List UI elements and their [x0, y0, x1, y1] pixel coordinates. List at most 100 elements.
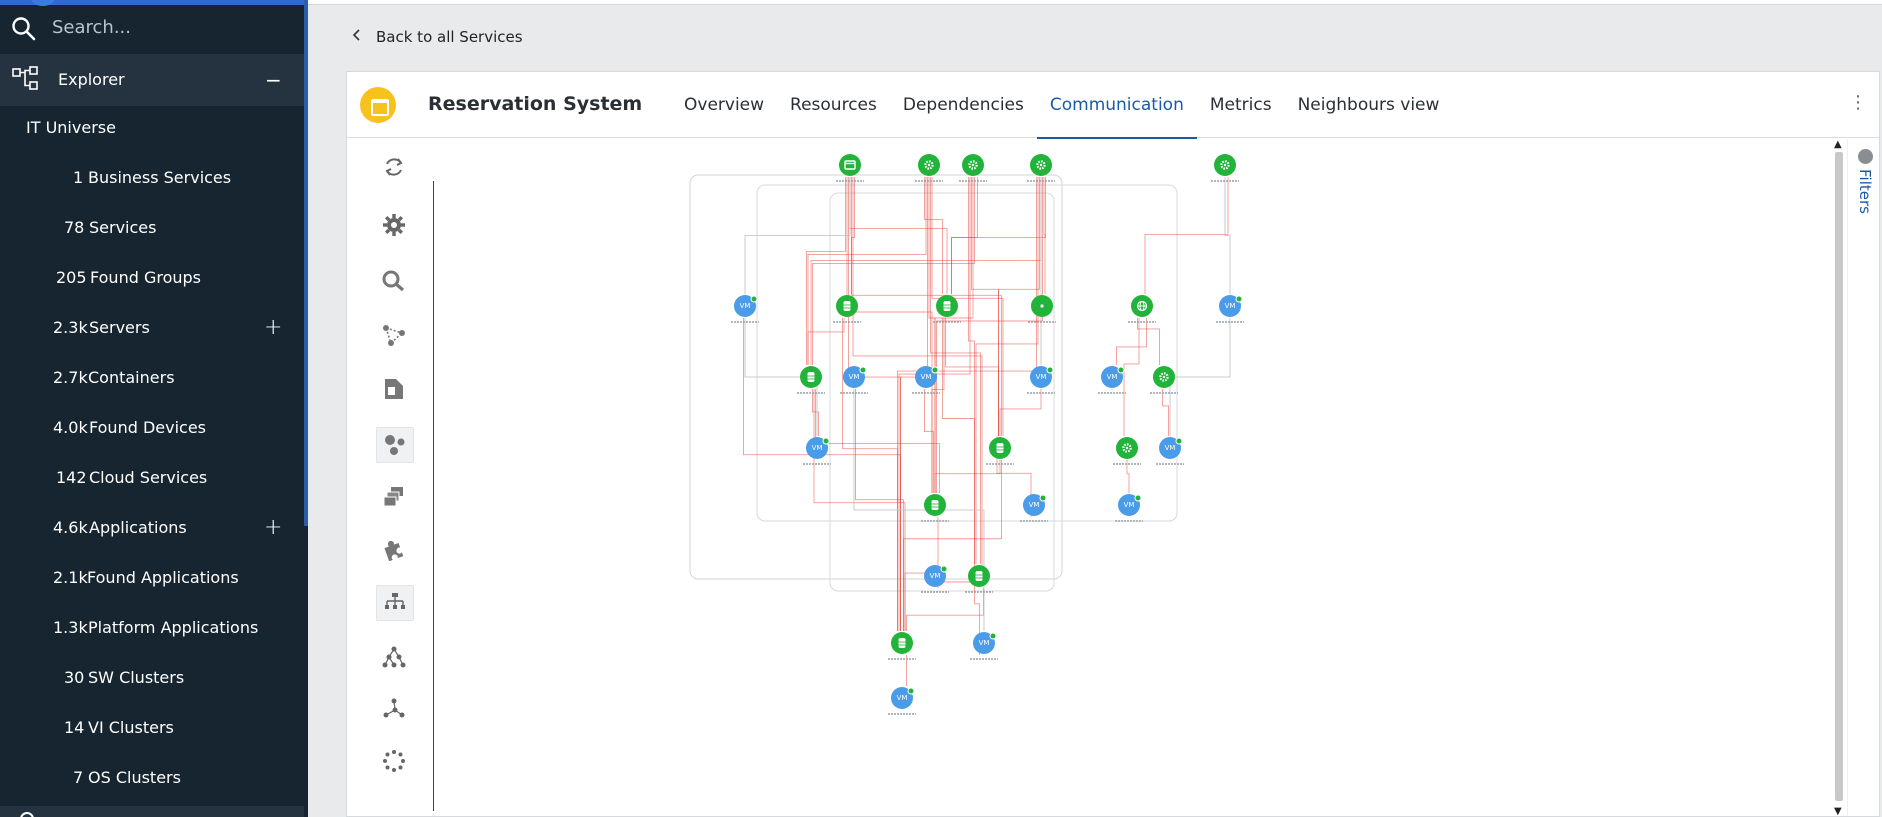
settings-icon[interactable] — [375, 207, 413, 243]
graph-edge[interactable] — [924, 177, 943, 294]
graph-edge[interactable] — [936, 177, 1043, 493]
graph-node-dot[interactable] — [1028, 295, 1056, 323]
graph-edge[interactable] — [998, 177, 1040, 436]
back-to-services-link[interactable]: Back to all Services — [352, 28, 523, 46]
graph-edge[interactable] — [1123, 318, 1140, 436]
graph-edge[interactable] — [1116, 318, 1147, 365]
graph-edge[interactable] — [853, 389, 985, 631]
graph-edge[interactable] — [1137, 318, 1160, 365]
graph-edge[interactable] — [851, 177, 1002, 436]
sidebar-item-found-devices[interactable]: 4.0k Found Devices — [0, 404, 304, 454]
tab-overview[interactable]: Overview — [684, 95, 765, 115]
collapse-icon[interactable]: − — [265, 68, 282, 92]
sidebar-item-containers[interactable]: 2.7k Containers — [0, 354, 304, 404]
sidebar-item-sw-clusters[interactable]: 30 SW Clusters — [0, 654, 304, 704]
graph-edge[interactable] — [1126, 460, 1130, 493]
graph-edge[interactable] — [951, 177, 978, 294]
graph-edge[interactable] — [951, 177, 1046, 294]
graph-edge[interactable] — [846, 177, 933, 493]
tree-layout-icon[interactable] — [375, 639, 413, 675]
connections-icon[interactable] — [375, 317, 413, 353]
graph-node-gear[interactable] — [1027, 154, 1055, 182]
graph-edge[interactable] — [815, 389, 940, 493]
graph-edge[interactable] — [934, 177, 974, 493]
graph-node-db[interactable] — [921, 494, 949, 522]
graph-edge[interactable] — [1144, 177, 1229, 294]
scroll-up-icon[interactable]: ▲ — [1834, 139, 1842, 150]
graph-node-gear[interactable] — [1150, 366, 1178, 394]
graph-node-db[interactable] — [833, 295, 861, 323]
graph-node-vm[interactable]: VM — [840, 366, 868, 394]
graph-edge[interactable] — [931, 177, 1004, 436]
graph-edge[interactable] — [851, 177, 855, 294]
expand-icon[interactable]: + — [264, 315, 283, 340]
scroll-down-icon[interactable]: ▼ — [1834, 806, 1842, 817]
graph-node-vm[interactable]: VM — [731, 295, 759, 323]
explorer-section-header[interactable]: Explorer − — [0, 54, 304, 106]
tab-resources[interactable]: Resources — [790, 95, 877, 115]
sidebar-next-item[interactable] — [0, 806, 304, 817]
tab-dependencies[interactable]: Dependencies — [902, 95, 1024, 115]
sidebar-item-vi-clusters[interactable]: 14 VI Clusters — [0, 704, 304, 754]
graph-edge[interactable] — [807, 177, 927, 365]
graph-edge[interactable] — [942, 318, 975, 564]
graph-edge[interactable] — [903, 460, 1002, 631]
stack-icon[interactable] — [375, 479, 413, 515]
graph-node-vm[interactable]: VM — [888, 687, 916, 715]
expand-icon[interactable]: + — [264, 515, 283, 540]
graph-edge[interactable] — [904, 517, 939, 631]
graph-edge[interactable] — [934, 460, 1001, 493]
sidebar-item-found-applications[interactable]: 2.1k Found Applications — [0, 554, 304, 604]
graph-edge[interactable] — [806, 177, 846, 365]
graph-edge[interactable] — [1224, 177, 1231, 294]
graph-edge[interactable] — [855, 389, 904, 631]
sidebar-item-platform-applications[interactable]: 1.3k Platform Applications — [0, 604, 304, 654]
refresh-icon[interactable] — [375, 149, 413, 185]
graph-node-gear[interactable] — [959, 154, 987, 182]
graph-node-vm[interactable]: VM — [1027, 366, 1055, 394]
hierarchy-layout-icon[interactable] — [376, 585, 414, 621]
sidebar-item-servers[interactable]: 2.3k Servers + — [0, 304, 304, 354]
graph-node-gear[interactable] — [915, 154, 943, 182]
graph-edge[interactable] — [999, 389, 1042, 436]
more-options-icon[interactable]: ⋮ — [1849, 92, 1867, 113]
graph-edge[interactable] — [807, 318, 845, 365]
graph-node-vm[interactable]: VM — [803, 437, 831, 465]
graph-node-globe[interactable] — [1128, 295, 1156, 323]
graph-edge[interactable] — [743, 318, 901, 631]
filters-toggle[interactable]: Filters — [1856, 169, 1874, 214]
graph-edge[interactable] — [931, 318, 945, 493]
graph-edge[interactable] — [906, 588, 984, 631]
sidebar-item-business-services[interactable]: 1 Business Services — [0, 154, 304, 204]
user-avatar[interactable] — [30, 0, 56, 6]
graph-node-vm[interactable]: VM — [1156, 437, 1184, 465]
graph-edge[interactable] — [924, 389, 934, 493]
tab-communication[interactable]: Communication — [1036, 72, 1197, 139]
graph-edge[interactable] — [930, 177, 981, 564]
graph-node-vm[interactable]: VM — [1216, 295, 1244, 323]
sidebar-item-services[interactable]: 78 Services — [0, 204, 304, 254]
graph-edge[interactable] — [945, 318, 999, 436]
graph-node-app[interactable] — [836, 154, 864, 182]
circular-layout-icon[interactable] — [375, 743, 413, 779]
graph-node-db[interactable] — [933, 295, 961, 323]
graph-node-vm[interactable]: VM — [912, 366, 940, 394]
graph-edge[interactable] — [842, 318, 898, 631]
graph-scrollbar[interactable]: ▲ ▼ — [1831, 139, 1847, 817]
graph-edge[interactable] — [812, 177, 975, 365]
zoom-search-icon[interactable] — [375, 263, 413, 299]
puzzle-icon[interactable] — [375, 531, 413, 567]
graph-edge[interactable] — [897, 177, 1037, 631]
sidebar-item-applications[interactable]: 4.6k Applications + — [0, 504, 304, 554]
graph-node-db[interactable] — [888, 632, 916, 660]
graph-edge[interactable] — [1162, 389, 1169, 436]
sidebar-item-it-universe[interactable]: IT Universe — [0, 104, 304, 154]
graph-edge[interactable] — [852, 177, 983, 564]
graph-node-gear[interactable] — [1211, 154, 1239, 182]
graph-node-db[interactable] — [965, 565, 993, 593]
graph-node-vm[interactable]: VM — [1020, 494, 1048, 522]
graph-edge[interactable] — [1043, 177, 1046, 294]
search-input[interactable] — [52, 14, 282, 40]
